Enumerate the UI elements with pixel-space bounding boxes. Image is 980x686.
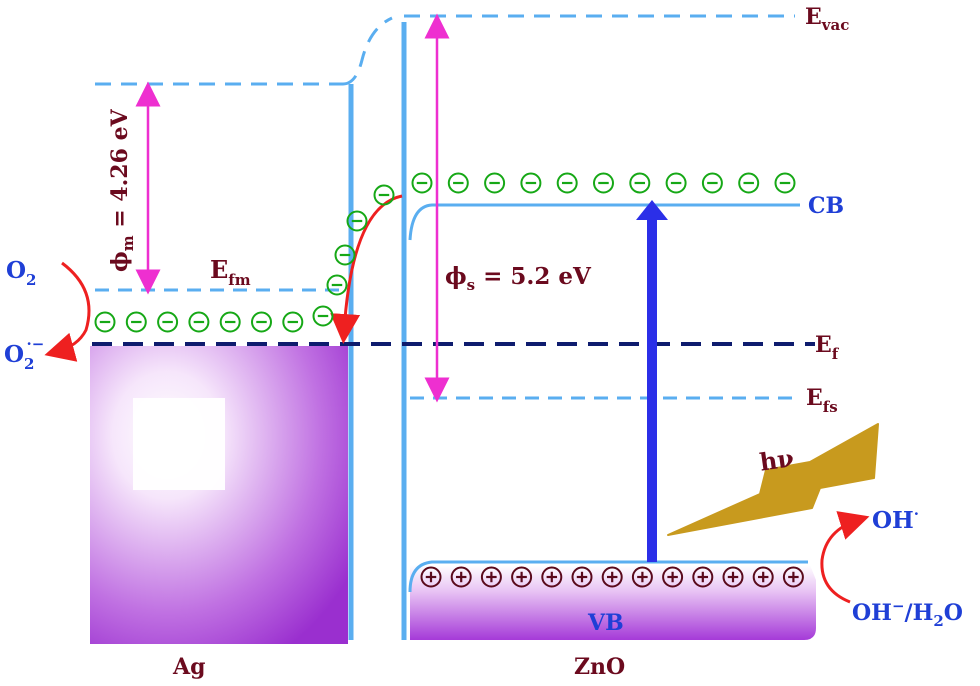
oh-radical-label: OH· (872, 505, 919, 534)
electron (334, 244, 356, 266)
electron (593, 172, 614, 194)
e-vac-label: Evac (805, 4, 849, 34)
electron (251, 311, 272, 333)
hole (662, 566, 684, 588)
hole (631, 566, 653, 588)
conduction-band (408, 203, 800, 241)
hole (420, 566, 442, 588)
electron (701, 172, 723, 194)
metal-block (90, 346, 348, 644)
electron (738, 172, 760, 194)
electron (312, 305, 334, 327)
oh-water-label: OH−/H2O (852, 597, 963, 630)
metal-block-highlight (133, 398, 225, 490)
phi-m-label: ϕm = 4.26 eV (107, 108, 137, 272)
electron (556, 172, 578, 194)
vacuum-level-bend (342, 16, 393, 86)
hole (480, 566, 502, 588)
photon-label: hν (758, 443, 796, 476)
electron (373, 184, 395, 206)
semiconductor-label: ZnO (574, 654, 625, 680)
e-fs-label: Efs (806, 385, 838, 416)
holes-group (420, 566, 804, 588)
hole (511, 566, 533, 588)
cb-label: CB (808, 193, 844, 219)
electron (665, 172, 687, 194)
electron (219, 311, 241, 333)
electron (125, 311, 147, 333)
electrons-group (94, 172, 796, 333)
electron (447, 172, 469, 194)
electron (94, 311, 116, 333)
photon-bolt (667, 423, 879, 536)
metal-label: Ag (172, 654, 205, 680)
hydroxyl-oxidation-arrow (820, 511, 870, 604)
oxygen-reduction-arrow (44, 261, 91, 362)
e-f-label: Ef (815, 332, 840, 363)
electron (346, 210, 368, 232)
hole (752, 566, 774, 588)
electron (520, 172, 542, 194)
electron (629, 172, 651, 194)
valence-band-edge (408, 560, 808, 593)
electron (188, 311, 210, 333)
phi-s-label: ϕs = 5.2 eV (445, 263, 592, 294)
hole (722, 566, 744, 588)
electron (484, 172, 506, 194)
hole (450, 566, 472, 588)
valence-band-block (410, 565, 816, 640)
excitation-arrow-shaft (647, 216, 657, 562)
o2-radical-label: O2·− (4, 335, 44, 373)
e-fm-label: Efm (210, 255, 251, 289)
electron (157, 311, 179, 333)
o2-label: O2 (6, 257, 36, 289)
electron (282, 311, 304, 333)
excitation-arrow-head (636, 200, 668, 220)
hole (571, 566, 593, 588)
electron (774, 172, 796, 194)
hole (601, 566, 623, 588)
vb-label: VB (587, 610, 624, 636)
electron (326, 274, 348, 296)
hole (692, 566, 714, 588)
electron (411, 172, 433, 194)
hole (541, 566, 563, 588)
hole (782, 566, 804, 588)
